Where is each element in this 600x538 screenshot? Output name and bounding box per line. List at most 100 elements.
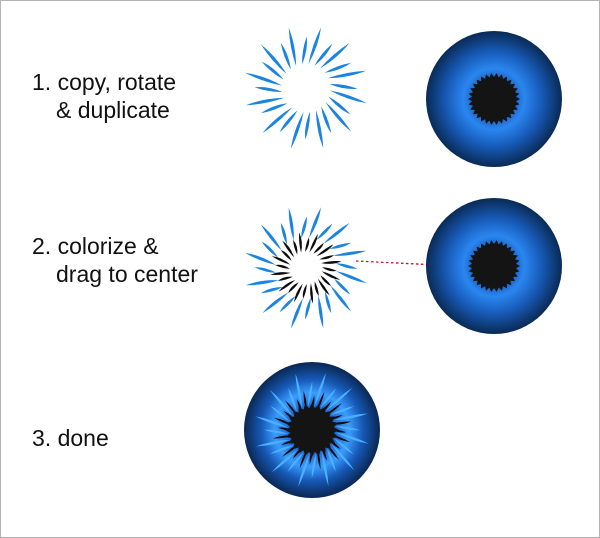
spike [325, 102, 352, 132]
spike [315, 109, 324, 149]
step-1-label: 1. copy, rotate & duplicate [32, 68, 176, 124]
spike [245, 252, 277, 265]
spike [254, 87, 283, 92]
spike [331, 444, 355, 471]
inner-spike [282, 240, 295, 258]
inner-spike [293, 239, 298, 255]
spike [318, 295, 324, 329]
spike [335, 271, 367, 284]
spike [288, 27, 297, 67]
spike [334, 278, 351, 295]
spike [314, 43, 333, 66]
spike [327, 70, 367, 79]
spike [316, 223, 333, 240]
spike [324, 62, 352, 73]
spike [321, 106, 332, 134]
inner-spike [288, 282, 299, 294]
spike [261, 61, 284, 80]
step-2-label: 2. colorize & drag to center [32, 232, 198, 288]
spike [305, 297, 311, 320]
spike [263, 429, 289, 434]
spike [301, 216, 307, 239]
spike [255, 439, 291, 447]
step-1-line-1: 1. copy, rotate [32, 69, 177, 95]
iris-step2 [426, 198, 562, 334]
spike [290, 111, 304, 149]
spike [333, 250, 367, 256]
spike [335, 263, 358, 269]
spike [302, 36, 307, 65]
pupil-shape [468, 240, 520, 292]
spike [309, 207, 322, 239]
spike [325, 291, 332, 314]
spike [280, 222, 287, 245]
spike [334, 438, 354, 455]
blue-spike-ring [245, 27, 367, 149]
spike [329, 84, 358, 89]
inner-spike [313, 242, 324, 254]
inner-spike [310, 283, 313, 304]
inner-spike [271, 256, 291, 265]
spike [260, 224, 282, 251]
pupil-shape [285, 403, 339, 457]
inner-spike [322, 267, 337, 272]
spike [323, 222, 350, 244]
spike [305, 111, 310, 140]
spike [261, 241, 278, 258]
spike [262, 292, 289, 314]
spike [321, 451, 329, 487]
spike [329, 242, 352, 249]
spike [262, 107, 292, 134]
step-2-line-1: 2. colorize & [32, 233, 159, 259]
inner-spike [299, 232, 302, 253]
spike [314, 373, 326, 407]
inner-spike [270, 272, 291, 275]
spike [330, 285, 352, 312]
inner-spike [320, 275, 332, 286]
spike [279, 110, 298, 133]
spike [311, 453, 316, 479]
spike [320, 388, 337, 408]
spike [260, 287, 283, 294]
inner-spike [317, 278, 330, 296]
spike [329, 90, 367, 104]
spike [335, 432, 369, 444]
inner-spike [294, 283, 303, 303]
spike [335, 426, 361, 431]
inner-spike [280, 250, 292, 261]
spike [279, 296, 296, 313]
spike [269, 389, 293, 416]
spike [295, 373, 303, 409]
spike [290, 297, 303, 329]
spike [271, 449, 298, 473]
inner-spike [305, 237, 310, 252]
pupil-shape [468, 73, 520, 125]
inner-spike [275, 264, 290, 269]
inner-spike [278, 279, 296, 292]
spike [288, 388, 297, 412]
spike [287, 452, 304, 472]
finished-eye [244, 362, 380, 498]
inner-spike [309, 233, 318, 253]
spike [280, 42, 291, 70]
inner-spike [277, 276, 293, 281]
inner-spike [316, 244, 334, 257]
spike [330, 406, 354, 415]
spike [326, 387, 353, 411]
inner-spike [314, 281, 319, 297]
spike [260, 44, 287, 74]
inner-spike [321, 261, 342, 264]
spike [245, 72, 283, 86]
spike [288, 207, 294, 241]
step-3-line-1: 3. done [32, 425, 109, 451]
spike [308, 27, 322, 65]
inner-spike [321, 271, 341, 280]
step-1-line-2: & duplicate [56, 97, 170, 123]
spike [245, 97, 285, 106]
spike [308, 381, 313, 407]
spike [328, 96, 351, 115]
spike [327, 448, 336, 472]
spike [320, 42, 350, 69]
inner-spike [319, 255, 335, 260]
